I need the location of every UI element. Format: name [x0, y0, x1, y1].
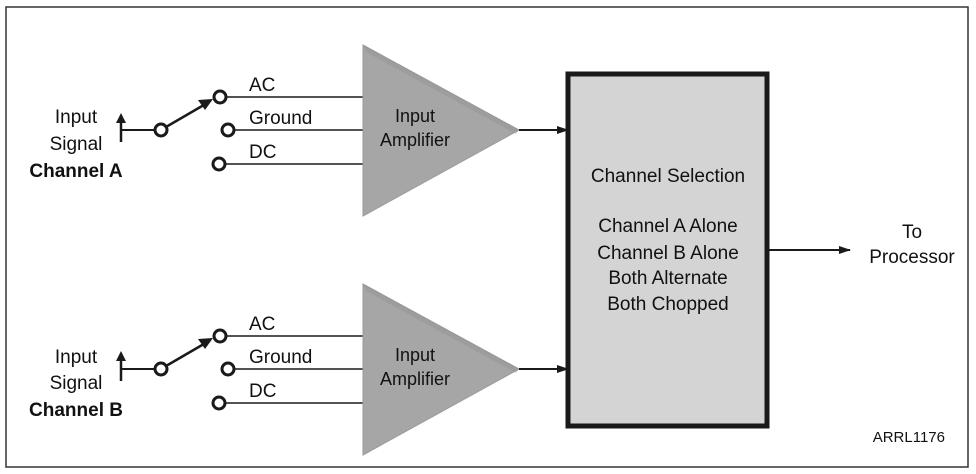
channel-b-ground-terminal — [220, 361, 236, 377]
channel-b-amplifier-label-line1: Input — [395, 345, 435, 365]
selection-mode-both-chopped: Both Chopped — [607, 294, 729, 315]
figure-frame — [5, 6, 969, 468]
channel-b-group: Input Signal Channel B AC Ground DC Inpu… — [29, 283, 569, 456]
channel-b-amplifier — [362, 283, 521, 456]
channel-a-signal-label: Signal — [50, 134, 103, 155]
channel-a-ac-label: AC — [249, 75, 275, 96]
channel-a-group: Input Signal Channel A AC Ground DC Inpu… — [29, 44, 569, 217]
selection-mode-channel-a-alone: Channel A Alone — [598, 216, 737, 237]
channel-b-input-label: Input — [55, 347, 98, 368]
selection-mode-both-alternate: Both Alternate — [608, 268, 727, 289]
channel-selection-title: Channel Selection — [591, 166, 745, 187]
channel-b-ground-label: Ground — [249, 347, 312, 368]
channel-a-switch-arrow — [198, 99, 213, 110]
channel-a-input-label: Input — [55, 107, 98, 128]
channel-b-switch-arrow — [198, 338, 213, 349]
channel-a-ground-terminal — [220, 122, 236, 138]
channel-b-amplifier-label-line2: Amplifier — [380, 369, 450, 389]
output-label-line1: To — [902, 222, 922, 243]
output-label-line2: Processor — [869, 247, 955, 268]
channel-b-signal-source-icon — [116, 351, 126, 381]
channel-a-channel-label: Channel A — [29, 161, 123, 182]
channel-b-switch-pivot — [153, 361, 169, 377]
channel-a-amplifier — [362, 44, 521, 217]
channel-a-dc-label: DC — [249, 142, 276, 163]
channel-b-switch-arm — [165, 339, 210, 368]
figure-code-label: ARRL1176 — [873, 429, 945, 446]
channel-a-amplifier-label-line2: Amplifier — [380, 130, 450, 150]
channel-selection-block: Channel Selection Channel A Alone Channe… — [565, 71, 770, 429]
channel-a-dc-terminal — [211, 156, 227, 172]
channel-a-switch-pivot — [153, 122, 169, 138]
channel-b-ac-terminal — [212, 328, 228, 344]
channel-b-signal-label: Signal — [50, 373, 103, 394]
channel-a-amplifier-label-line1: Input — [395, 106, 435, 126]
channel-a-ac-terminal — [212, 89, 228, 105]
channel-b-dc-label: DC — [249, 381, 276, 402]
channel-a-ground-label: Ground — [249, 108, 312, 129]
selection-mode-channel-b-alone: Channel B Alone — [597, 243, 739, 264]
channel-b-channel-label: Channel B — [29, 400, 123, 421]
channel-b-ac-label: AC — [249, 314, 275, 335]
channel-a-switch-arm — [165, 100, 210, 129]
channel-b-dc-terminal — [211, 395, 227, 411]
channel-a-signal-source-icon — [116, 113, 126, 142]
